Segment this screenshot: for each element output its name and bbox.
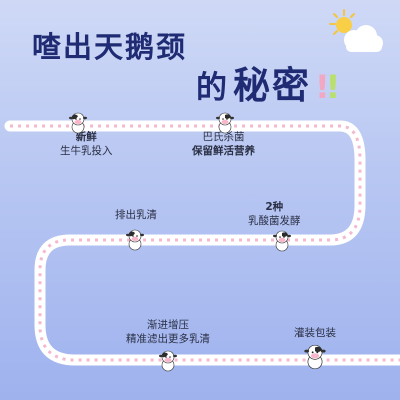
step-label: 渐进增压 bbox=[147, 319, 189, 331]
step-label-bold: 保留鲜活营养 bbox=[192, 145, 255, 157]
step-label: 精准滤出更多乳清 bbox=[126, 333, 210, 345]
step-whey: 排出乳清 bbox=[115, 208, 157, 222]
step-label: 乳酸菌发酵 bbox=[248, 215, 301, 227]
cow-mascot-icon bbox=[216, 112, 234, 134]
step-pressure: 渐进增压 精准滤出更多乳清 bbox=[126, 318, 210, 346]
step-label-bold: 2种 bbox=[265, 201, 284, 213]
step-label: 生牛乳投入 bbox=[60, 145, 113, 157]
sun-cloud-icon bbox=[329, 9, 383, 52]
step-ferment: 2种 乳酸菌发酵 bbox=[248, 200, 301, 228]
cow-mascot-icon bbox=[159, 350, 177, 372]
step-pasteurize: 巴氏杀菌 保留鲜活营养 bbox=[192, 130, 255, 158]
step-fresh-milk: 新鲜 生牛乳投入 bbox=[60, 130, 113, 158]
step-label: 巴氏杀菌 bbox=[202, 131, 245, 143]
step-label: 排出乳清 bbox=[115, 209, 157, 221]
headline-line1: 喳出天鹅颈 bbox=[32, 30, 188, 64]
headline-line2: 的 秘密 ! ! bbox=[196, 55, 340, 109]
exclamation-green: ! bbox=[325, 68, 341, 106]
cow-mascot-icon bbox=[126, 229, 144, 251]
step-packaging: 灌装包装 bbox=[294, 326, 336, 340]
exclamation-pink: ! bbox=[315, 68, 330, 106]
headline-line2-a: 的 bbox=[196, 70, 227, 106]
cow-mascot-icon bbox=[69, 112, 87, 134]
step-label: 灌装包装 bbox=[294, 327, 336, 339]
headline-line2-b: 秘密 bbox=[233, 64, 311, 107]
cow-mascot-icon bbox=[273, 230, 291, 252]
cow-mascot-icon bbox=[304, 344, 326, 370]
headline: 喳出天鹅颈 的 秘密 ! ! bbox=[0, 0, 400, 110]
step-label-bold: 新鲜 bbox=[75, 131, 97, 143]
